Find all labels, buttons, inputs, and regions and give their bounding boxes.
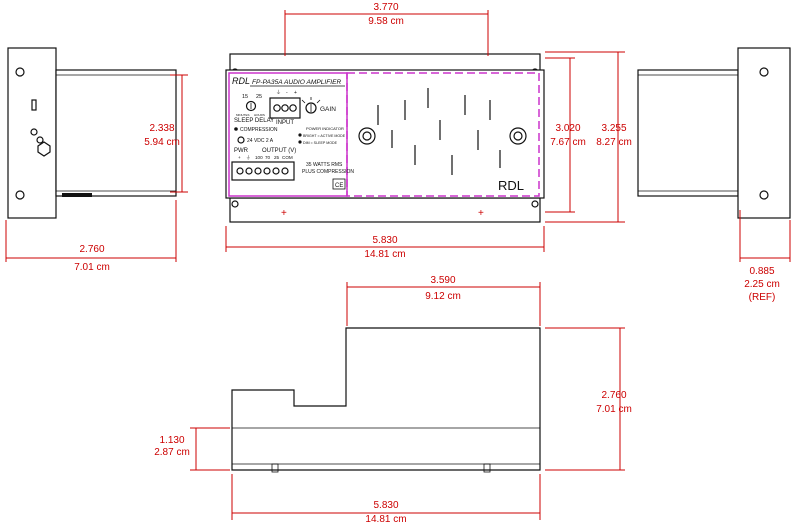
bottom-top-in: 3.590 — [430, 275, 455, 286]
inner-height-dimension: 3.020 7.67 cm — [545, 57, 586, 213]
bottom-width-cm: 14.81 cm — [365, 514, 406, 525]
bottom-width-in: 5.830 — [373, 500, 398, 511]
watts-line2: PLUS COMPRESSION — [302, 169, 354, 175]
inner-height-in: 3.020 — [555, 123, 580, 134]
bottom-height-dimension: 2.760 7.01 cm — [545, 327, 632, 471]
output-terminal-block[interactable] — [231, 161, 295, 181]
gain-label: GAIN — [320, 106, 336, 113]
bottom-left-dimension: 1.130 2.87 cm — [154, 427, 230, 471]
output-pin-com: COM — [282, 155, 293, 160]
sleep-small-minutes: MINUTES — [236, 113, 250, 117]
right-offset-ref: (REF) — [749, 292, 776, 303]
bright-mode-label: BRIGHT = ACTIVE MODE — [303, 134, 346, 138]
input-label: INPUT — [276, 120, 294, 126]
right-offset-cm: 2.25 cm — [744, 279, 780, 290]
power-led-dim-icon — [298, 140, 302, 144]
outer-height-dimension: 3.255 8.27 cm — [545, 51, 632, 223]
sleep-value-25: 25 — [256, 94, 262, 100]
compression-led-icon — [234, 127, 238, 131]
panel-model: FP-PA35A AUDIO AMPLIFIER — [252, 79, 342, 86]
front-width-dimension: 5.830 14.81 cm — [225, 226, 545, 260]
outer-height-cm: 8.27 cm — [596, 137, 632, 148]
supply-label: 24 VDC 2 A — [247, 138, 274, 144]
left-depth-in: 2.760 — [79, 244, 104, 255]
top-width-cm: 9.58 cm — [368, 16, 404, 27]
front-view: RDL FP-PA35A AUDIO AMPLIFIER 15 25 MINUT… — [225, 53, 545, 223]
right-side-view — [637, 47, 791, 219]
svg-text:+: + — [478, 208, 484, 219]
panel-brand: RDL — [232, 76, 250, 86]
left-height-in: 2.338 — [149, 123, 174, 134]
svg-text:+: + — [281, 208, 287, 219]
input-pin-plus: + — [294, 90, 297, 96]
sleep-delay-label: SLEEP DELAY — [234, 118, 274, 124]
sleep-value-15: 15 — [242, 94, 248, 100]
bottom-left-in: 1.130 — [159, 435, 184, 446]
ce-mark: CE — [335, 183, 343, 189]
compression-label: COMPRESSION — [240, 127, 278, 133]
bottom-left-cm: 2.87 cm — [154, 447, 190, 458]
output-label: OUTPUT (V) — [262, 148, 296, 154]
output-pin-ground: ⏚ — [246, 154, 251, 160]
left-height-cm: 5.94 cm — [144, 137, 180, 148]
pwr-label: PWR — [234, 148, 249, 154]
bottom-top-cm: 9.12 cm — [425, 291, 461, 302]
left-height-dimension: 2.338 5.94 cm — [144, 74, 188, 193]
bottom-width-dimension: 5.830 14.81 cm — [231, 474, 541, 525]
bottom-top-dimension: 3.590 9.12 cm — [346, 275, 541, 326]
input-pin-minus: - — [286, 90, 288, 96]
right-offset-dimension: 0.885 2.25 cm (REF) — [739, 210, 791, 303]
watts-line1: 35 WATTS RMS — [306, 162, 343, 168]
inner-height-cm: 7.67 cm — [550, 137, 586, 148]
output-pin-25: 25 — [274, 155, 280, 160]
output-pin-70: 70 — [265, 155, 271, 160]
left-depth-dimension: 2.760 7.01 cm — [5, 200, 177, 273]
left-side-view — [7, 47, 177, 219]
bottom-height-cm: 7.01 cm — [596, 404, 632, 415]
top-width-dimension: 3.770 9.58 cm — [284, 2, 489, 56]
front-width-cm: 14.81 cm — [364, 249, 405, 260]
outer-height-in: 3.255 — [601, 123, 626, 134]
sleep-small-hours: HOURS — [254, 113, 265, 117]
left-depth-cm: 7.01 cm — [74, 262, 110, 273]
cover-vent-slots — [377, 88, 501, 175]
bottom-height-in: 2.760 — [601, 390, 626, 401]
cover-brand: RDL — [498, 178, 524, 193]
dim-mode-label: DIM = SLEEP MODE — [303, 141, 338, 145]
output-pin-100: 100 — [255, 155, 263, 160]
power-indicator-label: POWER INDICATOR — [306, 126, 344, 131]
front-width-in: 5.830 — [372, 235, 397, 246]
power-jack-icon[interactable] — [237, 136, 245, 144]
bottom-view — [231, 327, 541, 473]
output-pin-plus: + — [238, 155, 241, 160]
right-offset-in: 0.885 — [749, 266, 774, 277]
power-led-bright-icon — [298, 133, 302, 137]
input-pin-ground: ⏚ — [276, 89, 281, 96]
top-width-in: 3.770 — [373, 2, 398, 13]
